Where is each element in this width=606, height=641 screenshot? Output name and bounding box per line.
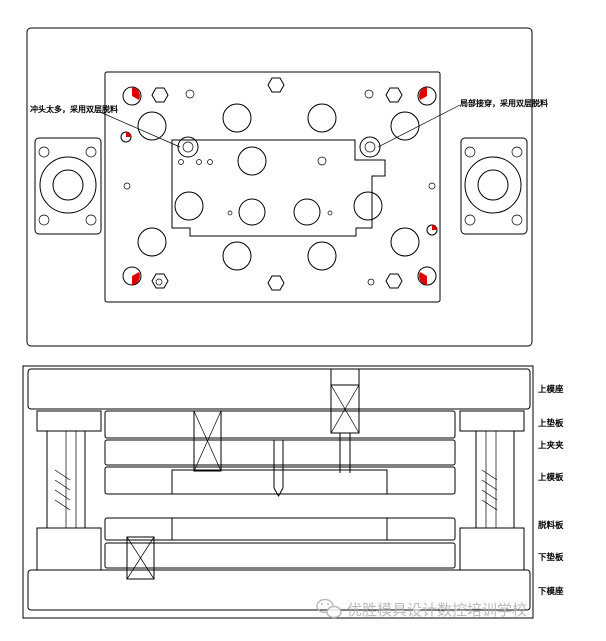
plan-view xyxy=(26,27,533,347)
label-lower-die-seat: 下模座 xyxy=(538,586,564,597)
stripper-insert xyxy=(171,469,388,495)
upper-stop-block xyxy=(193,410,222,472)
main-plate-outline xyxy=(104,71,441,303)
plate-labels: 上模座 上垫板 上夹夹 上模板 脱料板 下垫板 下模座 xyxy=(538,384,564,597)
watermark: 优胜模具设计数控培训学校 xyxy=(316,598,527,619)
pilot-holes xyxy=(123,89,436,286)
section-view: 上模座 上垫板 上夹夹 上模板 脱料板 下垫板 下模座 xyxy=(22,365,564,619)
label-upper-die-plate: 上模板 xyxy=(538,472,564,483)
hex-bolts xyxy=(151,77,403,291)
leader-line-left xyxy=(99,111,181,148)
watermark-text: 优胜模具设计数控培训学校 xyxy=(347,601,527,619)
label-upper-die-seat: 上模座 xyxy=(538,384,564,395)
label-upper-backing-plate: 上垫板 xyxy=(538,418,564,429)
lower-backing-plate xyxy=(104,542,456,569)
annotation-left: 冲头太多，采用双层脱料 xyxy=(30,104,118,114)
upper-clamp-plate xyxy=(104,439,456,466)
stripper-insert-outline xyxy=(171,139,386,237)
leader-line-right xyxy=(377,104,461,148)
spring-holes xyxy=(120,86,438,286)
left-guide-pillar xyxy=(36,410,102,571)
stripper-insert-lower xyxy=(171,517,388,541)
wechat-logo-icon xyxy=(316,598,342,619)
lower-stop-block xyxy=(126,536,155,580)
annotation-right: 局部接穿，采用双层脱料 xyxy=(459,98,548,108)
upper-die-plate xyxy=(104,466,456,495)
stripper-plate xyxy=(104,517,456,541)
plan-view-frame xyxy=(26,27,533,347)
pilot-punch xyxy=(273,440,284,498)
label-stripper-plate: 脱料板 xyxy=(538,520,564,531)
section-view-frame xyxy=(22,365,534,619)
label-lower-backing-plate: 下垫板 xyxy=(538,552,564,563)
lower-die-seat xyxy=(27,569,531,611)
label-upper-clamp-plate: 上夹夹 xyxy=(538,440,564,451)
upper-die-seat xyxy=(27,368,531,410)
right-guide-pillar xyxy=(459,410,525,571)
left-guide-block xyxy=(34,137,102,235)
right-guide-block xyxy=(460,137,528,235)
punch-holes xyxy=(137,103,420,271)
upper-backing-plate xyxy=(104,410,456,439)
shank-bolt xyxy=(330,368,360,473)
